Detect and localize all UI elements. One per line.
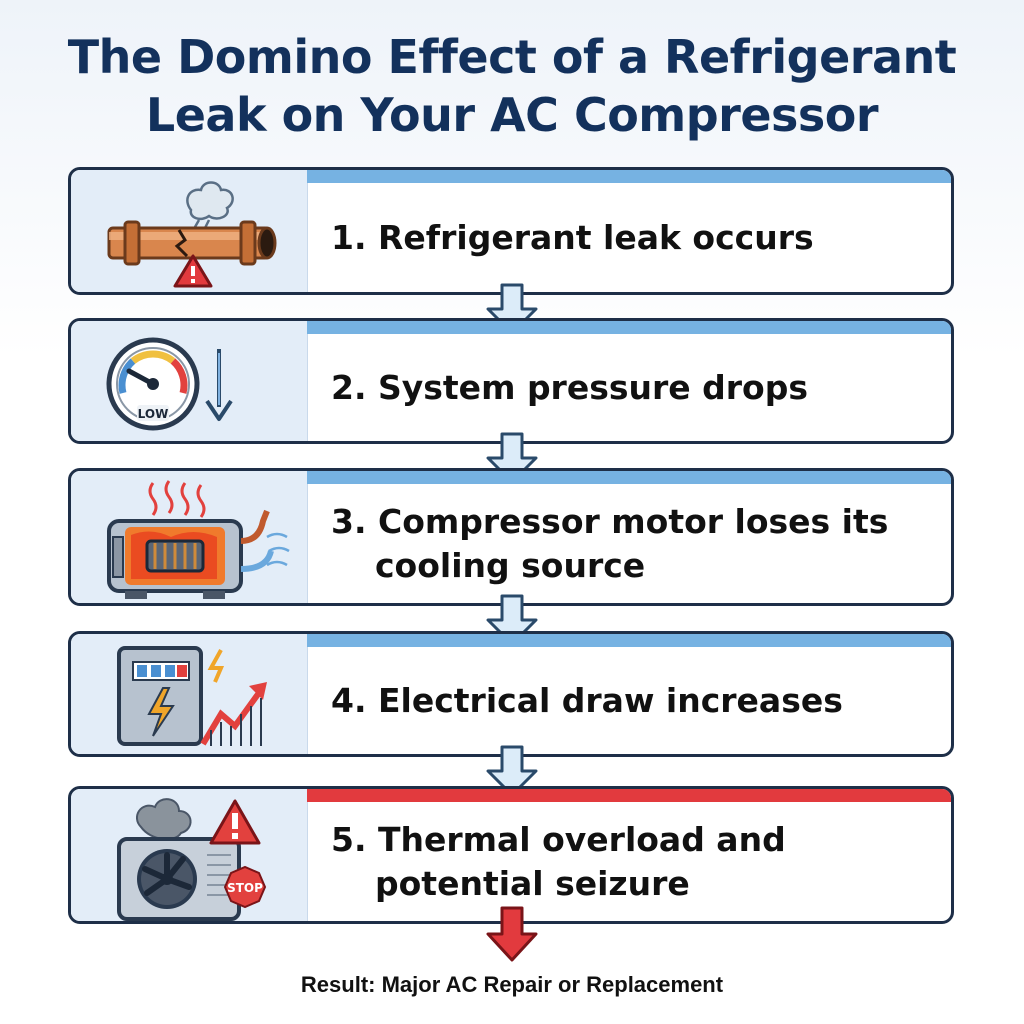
page-title: The Domino Effect of a Refrigerant Leak …: [0, 28, 1024, 144]
electrical-panel-icon: [117, 646, 267, 746]
red-down-arrow-icon: [486, 906, 538, 962]
step-4-accent-bar: [307, 634, 951, 647]
step-1-accent-bar: [307, 170, 951, 183]
step-4-icon-panel: [71, 634, 308, 754]
stop-sign-label: STOP: [227, 881, 263, 895]
step-5-box: STOP 5. Thermal overload and potential s…: [68, 786, 954, 924]
step-5-icon-panel: STOP: [71, 789, 308, 921]
seized-ac-unit-icon: STOP: [117, 798, 267, 921]
gauge-low-label: LOW: [138, 407, 169, 421]
step-1-icon-panel: [71, 170, 308, 292]
result-text: Result: Major AC Repair or Replacement: [300, 972, 724, 997]
overheating-motor-icon: [107, 480, 290, 599]
step-2-accent-bar: [307, 321, 951, 334]
step-5-label: 5. Thermal overload and potential seizur…: [331, 802, 931, 921]
step-3-label-text: 3. Compressor motor loses its cooling so…: [331, 501, 889, 585]
step-2-icon-panel: LOW: [71, 321, 308, 441]
title-line-1: The Domino Effect of a Refrigerant: [67, 30, 957, 84]
step-5-label-text: 5. Thermal overload and potential seizur…: [331, 819, 786, 903]
step-4-label: 4. Electrical draw increases: [331, 680, 843, 720]
step-4-box: 4. Electrical draw increases: [68, 631, 954, 757]
step-3-accent-bar: [307, 471, 951, 484]
step-1-label: 1. Refrigerant leak occurs: [331, 217, 814, 257]
down-arrow-icon: [486, 745, 538, 797]
pressure-gauge-icon: LOW: [106, 337, 233, 431]
step-2-label: 2. System pressure drops: [331, 367, 808, 407]
title-line-2: Leak on Your AC Compressor: [145, 88, 879, 142]
step-3-icon-panel: [71, 471, 308, 603]
step-3-label: 3. Compressor motor loses its cooling so…: [331, 484, 931, 603]
step-3-box: 3. Compressor motor loses its cooling so…: [68, 468, 954, 606]
step-2-box: LOW 2. System pressure drops: [68, 318, 954, 444]
step-1-box: 1. Refrigerant leak occurs: [68, 167, 954, 295]
step-5-accent-bar: [307, 789, 951, 802]
leaking-pipe-icon: [107, 181, 277, 288]
